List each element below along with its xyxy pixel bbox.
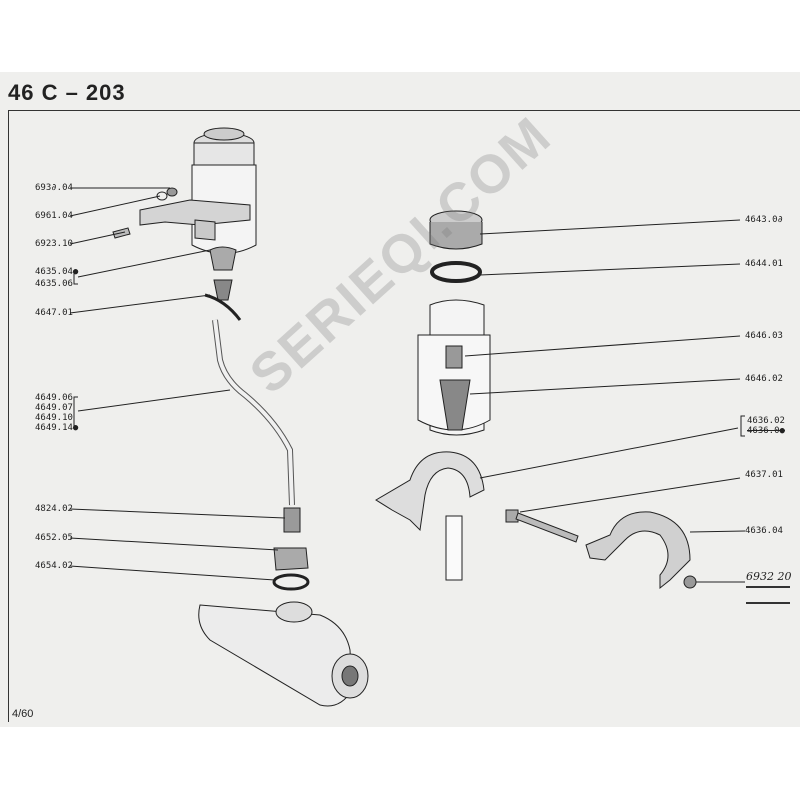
strainer-left [204,246,242,321]
label-6923-10: 6923.10 [35,239,73,249]
pipe-left [212,319,295,506]
clamp-middle [375,451,485,581]
handwritten-label-6932-20: 6932 20 [746,570,792,583]
label-4636-04: 4636.04 [745,526,783,536]
bracket-left [139,199,251,241]
label-4635-04: 4635.04● [35,267,79,277]
label-4646-03: 4646.03 [745,331,783,341]
bolt-right [505,509,579,543]
label-4636-0x: 4636.0● [747,426,785,436]
label-4654-02: 4654.02 [35,561,73,571]
label-4647-01: 4647.01 [35,308,73,318]
label-6961-04: 6961.04 [35,211,73,221]
label-4652-05: 4652.05 [35,533,73,543]
label-4824-02: 4824.02 [35,504,73,514]
label-4649-06: 4649.06 [35,393,73,403]
label-4635-06: 4635.06 [35,279,73,289]
reservoir-right [417,299,491,436]
page-title: 46 C – 203 [8,80,126,105]
label-4644-01: 4644.01 [745,259,783,269]
struck-out-entries [746,586,790,604]
master-cylinder [198,601,369,707]
label-4649-10: 4649.10 [35,413,73,423]
label-4637-01: 4637.01 [745,470,783,480]
drawing-frame [8,110,800,722]
label-4649-14: 4649.14● [35,423,79,433]
label-6932-04: 693∂.04 [35,183,73,193]
leader-lines [69,187,746,583]
label-4646-02: 4646.02 [745,374,783,384]
label-4643-02: 4643.0∂ [745,215,783,225]
parts-sheet [0,72,800,727]
clamp-right [585,511,697,590]
label-4636-02: 4636.02 [747,416,785,426]
cap-right [429,210,483,283]
fittings-left [272,507,310,591]
label-4649-07: 4649.07 [35,403,73,413]
page-number: 4/60 [12,708,34,720]
